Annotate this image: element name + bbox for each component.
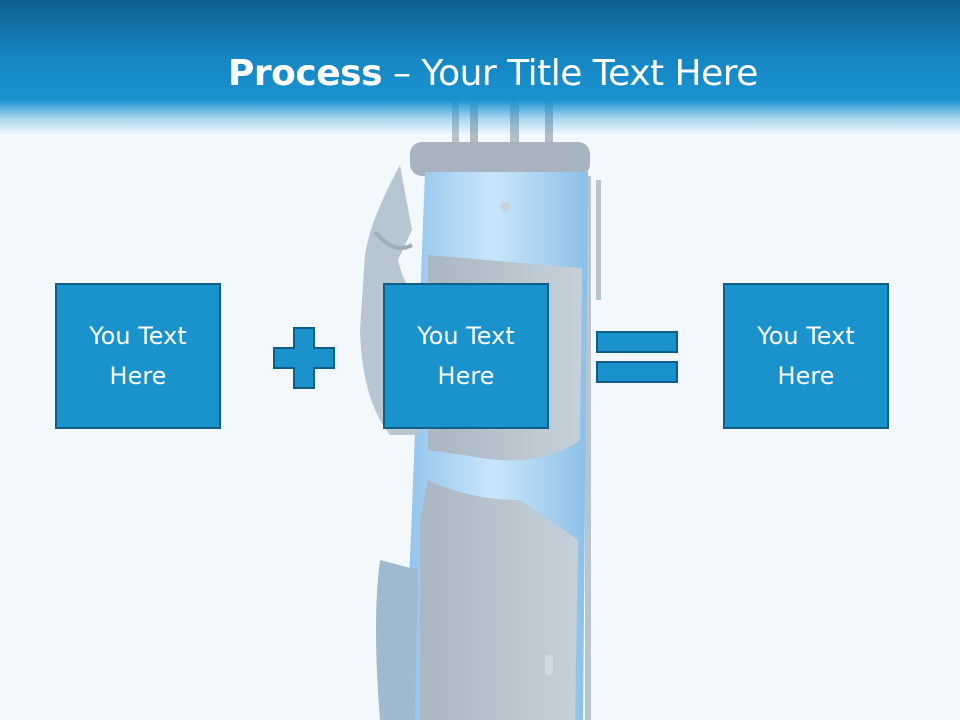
process-box-1[interactable]: You Text Here	[55, 283, 221, 429]
process-box-3-text: You Text Here	[757, 322, 855, 390]
title-bold: Process	[228, 53, 383, 94]
title-rest: – Your Title Text Here	[382, 53, 758, 94]
plus-icon	[273, 327, 335, 389]
slide-title: Process – Your Title Text Here	[0, 50, 960, 98]
equals-icon	[596, 331, 678, 383]
process-box-2-text: You Text Here	[417, 322, 515, 390]
process-box-2[interactable]: You Text Here	[383, 283, 549, 429]
process-box-1-text: You Text Here	[89, 322, 187, 390]
header-band	[0, 0, 960, 135]
process-box-3[interactable]: You Text Here	[723, 283, 889, 429]
